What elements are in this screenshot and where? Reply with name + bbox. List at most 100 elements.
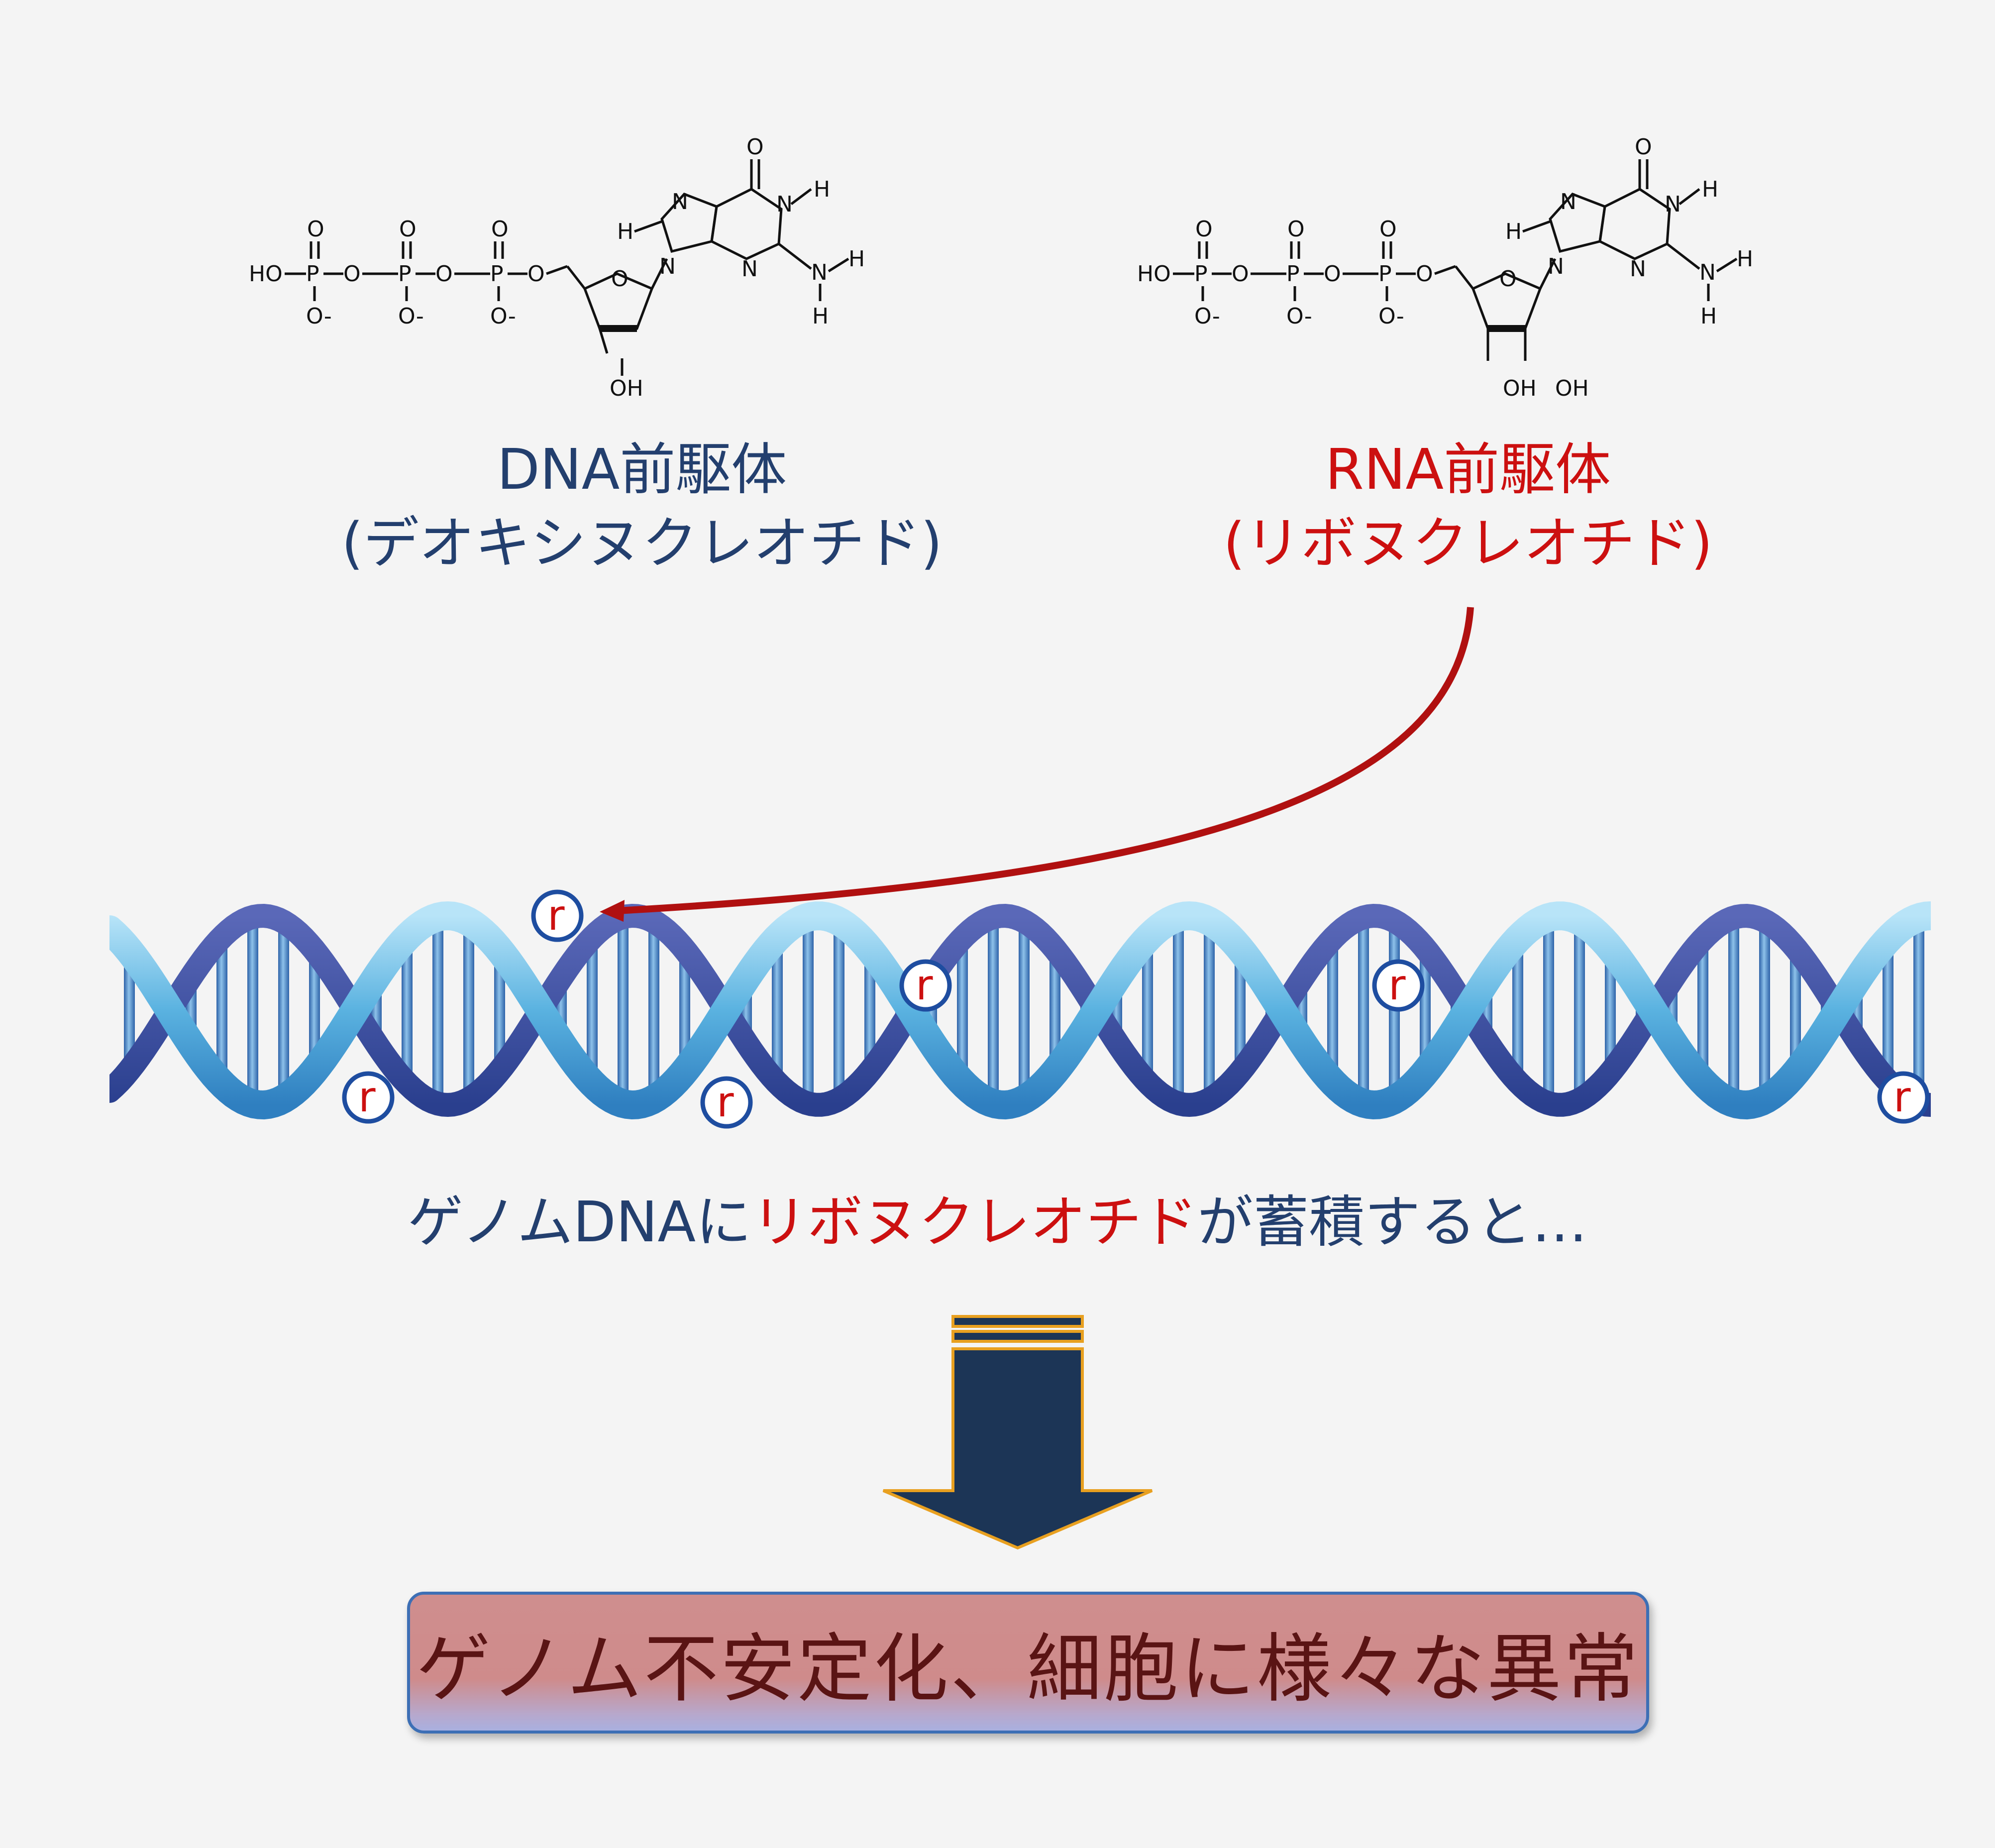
base-pair-rung xyxy=(1728,917,1739,1103)
base-pair-rung xyxy=(988,917,999,1103)
base-pair-rung xyxy=(1883,939,1893,1082)
result-text: ゲノム不安定化、細胞に様々な異常 xyxy=(416,1626,1640,1713)
r-marker: r xyxy=(1877,1071,1930,1124)
down-arrow xyxy=(882,1315,1153,1550)
base-pair-rung xyxy=(1235,949,1246,1072)
statement-highlight: リボヌクレオチド xyxy=(751,1190,1198,1255)
svg-text:P: P xyxy=(1286,261,1300,287)
svg-text:H: H xyxy=(1700,304,1717,329)
base-pair-rung xyxy=(1913,917,1924,1103)
base-pair-rung xyxy=(247,917,258,1104)
svg-text:O-: O- xyxy=(1286,304,1312,329)
svg-text:r: r xyxy=(547,891,565,940)
rna-precursor-title: RNA前駆体 xyxy=(1325,437,1611,502)
base-pair-rung xyxy=(1790,948,1801,1073)
dna-precursor-title: DNA前駆体 xyxy=(497,437,787,502)
svg-text:N: N xyxy=(1548,254,1564,279)
base-pair-rung xyxy=(216,937,227,1084)
base-pair-rung xyxy=(618,917,629,1104)
base-pair-rung xyxy=(1204,921,1215,1100)
svg-text:r: r xyxy=(916,961,933,1009)
rna-precursor-structure: HO P O P O P O O O O O- O- O- O OH OH N … xyxy=(1137,134,1753,401)
svg-text:O-: O- xyxy=(398,304,424,329)
svg-text:O-: O- xyxy=(1194,304,1220,329)
svg-text:O: O xyxy=(491,217,509,242)
helix-strand-front xyxy=(109,901,1931,1120)
svg-text:H: H xyxy=(1737,246,1753,272)
base-pair-rung xyxy=(278,922,289,1099)
svg-text:r: r xyxy=(1388,961,1406,1009)
svg-text:H: H xyxy=(617,219,633,244)
r-marker: r xyxy=(531,889,584,942)
base-pair-rung xyxy=(834,921,844,1099)
svg-text:O: O xyxy=(435,261,453,287)
base-pair-rung xyxy=(1142,938,1153,1083)
svg-text:OH: OH xyxy=(610,376,643,401)
svg-text:r: r xyxy=(717,1078,734,1126)
svg-text:O: O xyxy=(1324,261,1341,287)
svg-text:O: O xyxy=(1195,217,1213,242)
base-pair-rung xyxy=(1050,949,1060,1072)
svg-text:N: N xyxy=(1560,189,1576,215)
svg-text:OH: OH xyxy=(1503,376,1537,401)
svg-text:N: N xyxy=(776,192,793,217)
svg-text:N: N xyxy=(672,189,688,215)
svg-text:H: H xyxy=(812,304,829,329)
svg-text:O: O xyxy=(343,261,361,287)
svg-text:O: O xyxy=(307,217,324,242)
base-pair-rung xyxy=(772,938,783,1083)
svg-text:P: P xyxy=(1378,261,1392,287)
base-pair-rung xyxy=(402,937,413,1084)
svg-text:O: O xyxy=(1379,217,1397,242)
base-pair-rung xyxy=(1605,948,1616,1073)
svg-text:O: O xyxy=(611,266,629,292)
svg-text:r: r xyxy=(358,1073,376,1121)
svg-text:O: O xyxy=(1416,261,1433,287)
base-pair-rung xyxy=(1759,921,1770,1100)
svg-text:H: H xyxy=(1702,177,1718,202)
svg-text:O: O xyxy=(399,217,417,242)
statement-part3: が蓄積すると… xyxy=(1197,1190,1588,1255)
svg-text:P: P xyxy=(490,261,504,287)
rna-precursor-subtitle: (リボヌクレオチド) xyxy=(1223,511,1713,576)
base-pair-rung xyxy=(1019,921,1030,1099)
base-pair-rung xyxy=(1173,917,1184,1103)
base-pair-rung xyxy=(957,938,968,1083)
hydroxyl-label: HO xyxy=(249,261,283,287)
svg-text:O-: O- xyxy=(1378,304,1404,329)
dna-precursor-caption: DNA前駆体 (デオキシヌクレオチド) xyxy=(214,433,1070,580)
base-pair-rung xyxy=(432,917,443,1104)
svg-text:O: O xyxy=(1499,266,1517,292)
dna-precursor-subtitle: (デオキシヌクレオチド) xyxy=(341,511,943,576)
svg-text:N: N xyxy=(659,254,676,279)
svg-text:O: O xyxy=(527,261,545,287)
base-pair-rung xyxy=(1543,917,1554,1103)
svg-text:OH: OH xyxy=(1555,376,1589,401)
svg-text:N: N xyxy=(741,256,758,282)
base-pair-rung xyxy=(309,950,320,1071)
svg-text:H: H xyxy=(848,246,865,272)
base-pair-rung xyxy=(463,921,474,1099)
base-pair-rung xyxy=(864,949,875,1072)
svg-text:N: N xyxy=(1665,192,1681,217)
base-pair-rung xyxy=(124,951,135,1070)
base-pair-rung xyxy=(1327,939,1338,1082)
svg-text:H: H xyxy=(814,177,830,202)
dna-precursor-structure: HO P O P O P O O O O O- O- O- O OH N N H… xyxy=(249,134,865,401)
svg-text:O: O xyxy=(1635,134,1652,160)
svg-text:O-: O- xyxy=(490,304,516,329)
r-marker: r xyxy=(899,959,952,1012)
svg-text:N: N xyxy=(811,260,828,285)
r-marker: r xyxy=(342,1071,395,1124)
base-pair-rung xyxy=(587,937,598,1084)
svg-text:O-: O- xyxy=(306,304,332,329)
base-pair-rung xyxy=(1574,921,1585,1100)
base-pair-rung xyxy=(494,950,505,1071)
rna-precursor-caption: RNA前駆体 (リボヌクレオチド) xyxy=(1045,433,1891,580)
r-marker: r xyxy=(1372,959,1425,1012)
svg-text:O: O xyxy=(1232,261,1249,287)
svg-text:HO: HO xyxy=(1137,261,1171,287)
base-pair-rung xyxy=(803,917,814,1104)
svg-text:P: P xyxy=(398,261,412,287)
